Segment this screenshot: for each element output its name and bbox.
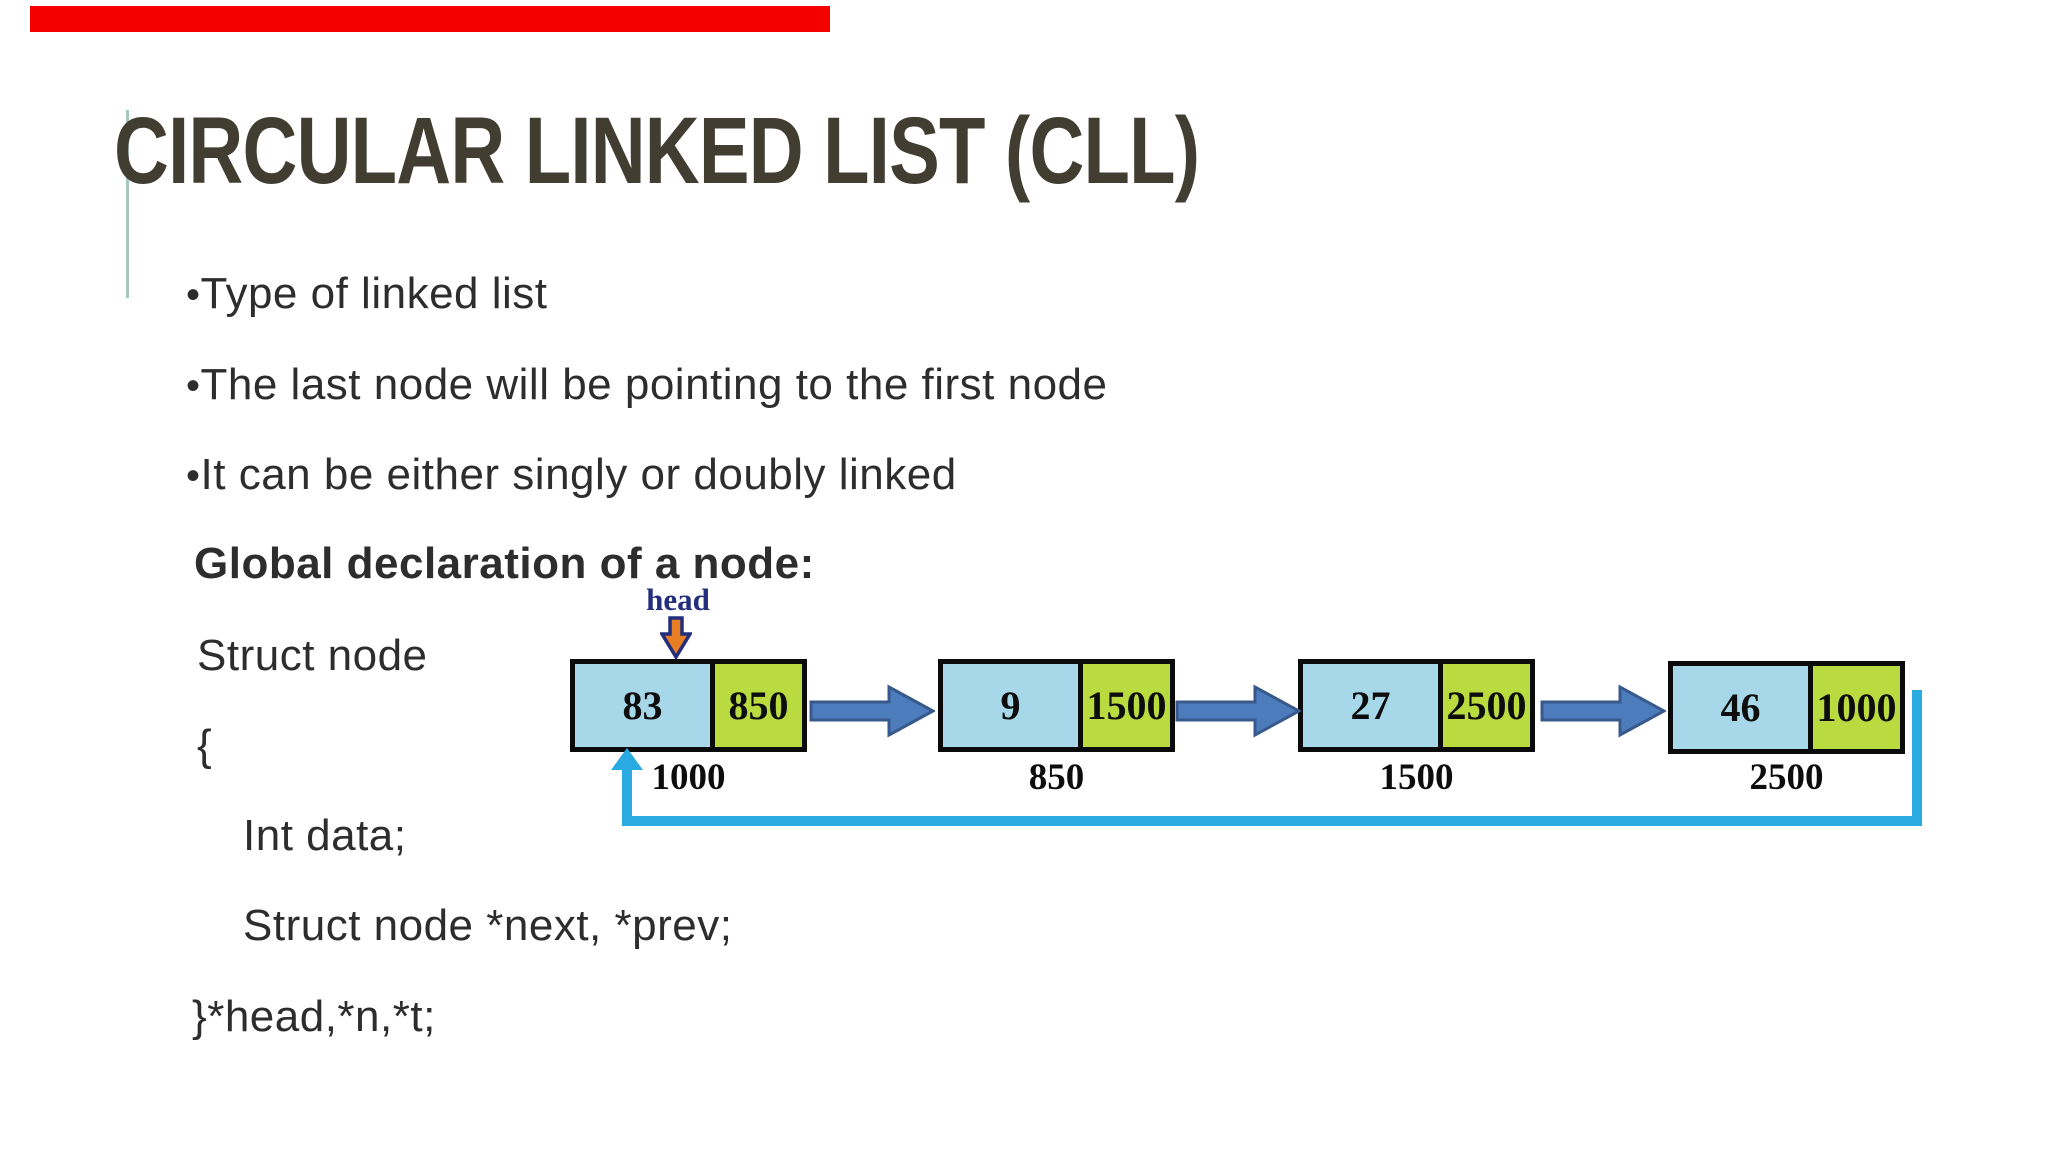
bullet-item: •Type of linked list: [186, 266, 548, 323]
red-accent-bar: [30, 6, 830, 32]
bullet-icon: •: [186, 454, 201, 498]
node-address-label: 1500: [1379, 757, 1454, 798]
loop-arrow-up-arrowhead-icon: [611, 748, 643, 770]
bullet-text: Type of linked list: [200, 269, 548, 318]
node-data-cell: 83: [575, 664, 710, 747]
node-address-label: 1000: [651, 757, 726, 798]
node-address-label: 2500: [1749, 757, 1824, 798]
loop-arrow-right-segment: [1912, 690, 1922, 826]
node-data-cell: 27: [1303, 664, 1438, 747]
code-line: Struct node: [197, 631, 428, 680]
node-data-cell: 46: [1673, 666, 1808, 749]
node-address-label: 850: [1028, 757, 1085, 798]
node-next-cell: 2500: [1438, 664, 1530, 747]
next-pointer-arrow-icon: [809, 684, 935, 738]
list-node: 9 1500: [938, 659, 1175, 752]
teal-accent-line: [126, 110, 129, 298]
code-line: Struct node *next, *prev;: [243, 901, 733, 950]
loop-arrow-bottom-segment: [622, 816, 1922, 826]
bullet-text: The last node will be pointing to the fi…: [200, 360, 1108, 409]
head-down-arrow-icon: [660, 616, 692, 660]
code-line: {: [197, 721, 213, 770]
code-line: Int data;: [243, 811, 407, 860]
node-next-cell: 1500: [1078, 664, 1170, 747]
list-node: 83 850: [570, 659, 807, 752]
node-next-cell: 850: [710, 664, 802, 747]
head-pointer-label: head: [646, 582, 710, 617]
next-pointer-arrow-icon: [1540, 684, 1666, 738]
bullet-item: •It can be either singly or doubly linke…: [186, 447, 957, 504]
bullet-icon: •: [186, 364, 201, 408]
code-line: }*head,*n,*t;: [192, 992, 436, 1041]
bullet-text: It can be either singly or doubly linked: [200, 450, 957, 499]
bullet-item: •The last node will be pointing to the f…: [186, 357, 1108, 414]
list-node: 46 1000: [1668, 661, 1905, 754]
loop-arrow-left-segment: [622, 766, 632, 826]
node-data-cell: 9: [943, 664, 1078, 747]
list-node: 27 2500: [1298, 659, 1535, 752]
bullet-icon: •: [186, 273, 201, 317]
next-pointer-arrow-icon: [1175, 684, 1301, 738]
node-next-cell: 1000: [1808, 666, 1900, 749]
declaration-heading: Global declaration of a node:: [194, 539, 815, 588]
page-title: CIRCULAR LINKED LIST (CLL): [114, 98, 1200, 204]
